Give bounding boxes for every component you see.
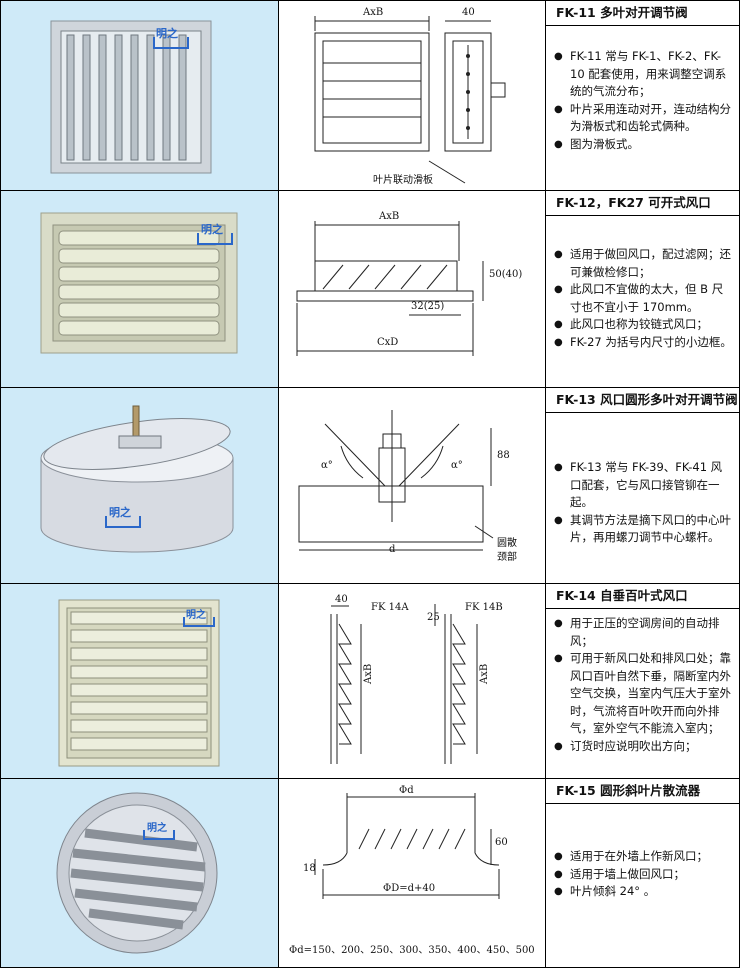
dim-depth-a-fk14: 40 <box>335 594 348 605</box>
spec-fk12: FK-12，FK27 可开式风口 适用于做回风口，配过滤网；还可兼做检修口； 此… <box>546 191 739 387</box>
dim-depth-b-fk14: 25 <box>427 612 440 623</box>
technical-drawing-fk14 <box>330 604 478 764</box>
size-list-fk15: Φd=150、200、250、300、350、400、450、500 <box>289 945 535 956</box>
logo-fk12: 明之 <box>201 223 223 236</box>
note-fk14-3: 订货时应说明吹出方向； <box>554 738 733 756</box>
label-a-fk14: FK 14A <box>371 602 409 613</box>
drawing-fk13: α° α° 88 d 圆散 颈部 <box>279 388 546 583</box>
dim-axb-fk12: AxB <box>379 211 400 222</box>
note-fk12-2: 此风口不宜做的太大，但 B 尺寸也不宜小于 170mm。 <box>554 281 733 316</box>
photo-fk12: 明之 <box>1 191 279 387</box>
technical-drawing-fk12 <box>296 221 484 356</box>
spec-fk15: FK-15 圆形斜叶片散流器 适用于在外墙上作新风口； 适用于墙上做回风口； 叶… <box>546 779 739 967</box>
dim-angle-left-fk13: α° <box>321 460 333 471</box>
round-damper-photo-fk13 <box>40 405 234 553</box>
photo-fk11: 明之 <box>1 1 279 190</box>
dim-height-fk12: 50(40) <box>489 269 523 280</box>
spec-fk13: FK-13 风口圆形多叶对开调节阀 FK-13 常与 FK-39、FK-41 风… <box>546 388 739 583</box>
title-fk12: FK-12，FK27 可开式风口 <box>546 191 739 216</box>
note-fk15-3: 叶片倾斜 24° 。 <box>554 883 733 901</box>
dim-angle-right-fk13: α° <box>451 460 463 471</box>
logo-mark-icon <box>197 233 233 245</box>
notes-fk14: 用于正压的空调房间的自动排风； 可用于新风口处和排风口处；靠风口百叶自然下垂，隔… <box>546 615 739 755</box>
damper-photo-fk11 <box>50 20 212 174</box>
callout-neck-1: 圆散 <box>497 538 517 549</box>
logo-mark-icon <box>143 830 175 840</box>
logo-fk15: 明之 <box>147 823 167 834</box>
technical-drawing-fk13 <box>298 410 494 551</box>
note-fk13-2: 其调节方法是摘下风口的中心叶片，再用螺刀调节中心螺杆。 <box>554 512 733 547</box>
dim-depth-fk11: 40 <box>462 7 475 18</box>
drawing-fk14: 40 FK 14A AxB 25 FK 14B AxB <box>279 584 546 778</box>
notes-fk12: 适用于做回风口，配过滤网；还可兼做检修口； 此风口不宜做的太大，但 B 尺寸也不… <box>546 246 739 351</box>
dim-lip-fk15: 18 <box>303 863 316 874</box>
note-fk11-1: FK-11 常与 FK-1、FK-2、FK-10 配套使用，用来调整空调系统的气… <box>554 48 733 101</box>
row-fk14: 明之 40 FK 14A AxB 25 FK 14B <box>1 584 739 779</box>
technical-drawing-fk15 <box>314 793 500 899</box>
dim-height-fk15: 60 <box>495 837 508 848</box>
technical-drawing-fk11 <box>314 16 506 184</box>
note-fk11-2: 叶片采用连动对开，连动结构分为滑板式和齿轮式俩种。 <box>554 101 733 136</box>
label-b-fk14: FK 14B <box>465 602 503 613</box>
note-fk14-2: 可用于新风口处和排风口处；靠风口百叶自然下垂，隔断室内外空气交换，当室内气压大于… <box>554 650 733 738</box>
drawing-fk12: AxB 50(40) 32(25) CxD <box>279 191 546 387</box>
note-fk11-3: 图为滑板式。 <box>554 136 733 154</box>
dim-cxd-fk12: CxD <box>377 337 399 348</box>
title-fk13: FK-13 风口圆形多叶对开调节阀 <box>546 388 739 413</box>
drawing-fk11: AxB 40 叶片联动滑板 <box>279 1 546 190</box>
note-fk15-1: 适用于在外墙上作新风口； <box>554 848 733 866</box>
dim-flange-fk12: 32(25) <box>411 301 445 312</box>
note-fk12-1: 适用于做回风口，配过滤网；还可兼做检修口； <box>554 246 733 281</box>
row-fk13: 明之 α° α° 88 d <box>1 388 739 584</box>
photo-fk13: 明之 <box>1 388 279 583</box>
title-fk14: FK-14 自垂百叶式风口 <box>546 584 739 609</box>
note-fk12-4: FK-27 为括号内尺寸的小边框。 <box>554 334 733 352</box>
logo-fk14: 明之 <box>186 610 206 621</box>
title-fk11: FK-11 多叶对开调节阀 <box>546 1 739 26</box>
dim-axb-b-fk14: AxB <box>479 663 490 684</box>
round-diffuser-photo-fk15 <box>56 792 218 954</box>
row-fk12: 明之 AxB 50(40) 32(25) CxD <box>1 191 739 388</box>
louver-photo-fk12 <box>40 212 238 354</box>
logo-fk13: 明之 <box>109 506 131 519</box>
spec-fk14: FK-14 自垂百叶式风口 用于正压的空调房间的自动排风； 可用于新风口处和排风… <box>546 584 739 778</box>
photo-fk14: 明之 <box>1 584 279 778</box>
callout-fk11: 叶片联动滑板 <box>373 175 433 186</box>
dim-bottom-fk15: ΦD=d+40 <box>383 883 436 894</box>
logo-mark-icon <box>105 516 141 528</box>
photo-fk15: 明之 <box>1 779 279 967</box>
callout-neck-2: 颈部 <box>497 552 517 563</box>
logo-mark-icon <box>153 37 189 49</box>
dim-diameter-fk13: d <box>389 544 396 555</box>
dim-height-fk13: 88 <box>497 450 510 461</box>
dim-top-fk15: Φd <box>399 785 414 796</box>
logo-fk11: 明之 <box>156 27 178 40</box>
notes-fk13: FK-13 常与 FK-39、FK-41 风口配套，它与风口接管铆在一起。 其调… <box>546 459 739 547</box>
note-fk13-1: FK-13 常与 FK-39、FK-41 风口配套，它与风口接管铆在一起。 <box>554 459 733 512</box>
title-fk15: FK-15 圆形斜叶片散流器 <box>546 779 739 804</box>
spec-fk11: FK-11 多叶对开调节阀 FK-11 常与 FK-1、FK-2、FK-10 配… <box>546 1 739 190</box>
dim-axb-fk11: AxB <box>363 7 384 18</box>
dim-axb-a-fk14: AxB <box>363 663 374 684</box>
logo-mark-icon <box>183 617 215 627</box>
note-fk15-2: 适用于墙上做回风口； <box>554 866 733 884</box>
notes-fk15: 适用于在外墙上作新风口； 适用于墙上做回风口； 叶片倾斜 24° 。 <box>546 848 739 901</box>
gravity-louver-photo-fk14 <box>58 599 220 767</box>
row-fk15: 明之 Φd 60 18 ΦD=d+ <box>1 779 739 967</box>
note-fk12-3: 此风口也称为铰链式风口； <box>554 316 733 334</box>
row-fk11: 明之 AxB <box>1 1 739 191</box>
note-fk14-1: 用于正压的空调房间的自动排风； <box>554 615 733 650</box>
notes-fk11: FK-11 常与 FK-1、FK-2、FK-10 配套使用，用来调整空调系统的气… <box>546 48 739 153</box>
drawing-fk15: Φd 60 18 ΦD=d+40 Φd=150、200、250、300、350、… <box>279 779 546 967</box>
